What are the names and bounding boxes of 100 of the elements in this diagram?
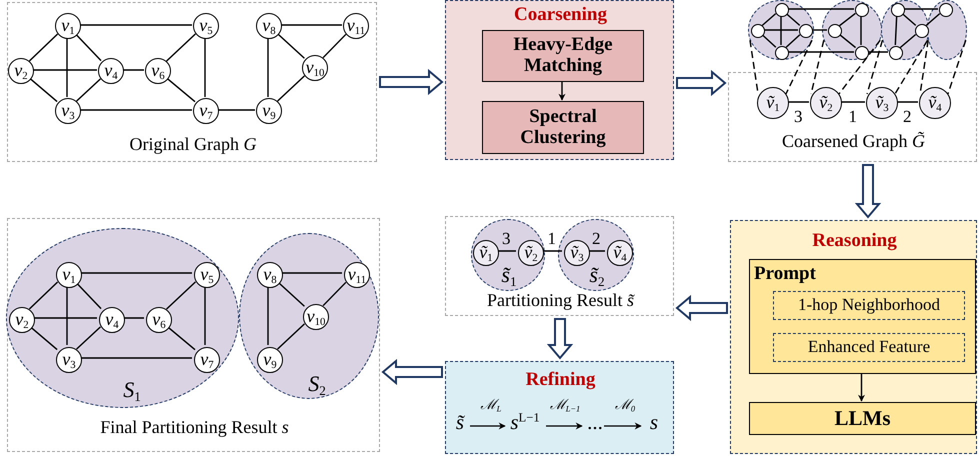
cluster-label: S$_{2}$ <box>307 372 327 396</box>
vertex-label: v$_{11}$ <box>346 16 366 36</box>
supernode <box>564 240 590 266</box>
graph-vertex <box>891 3 905 17</box>
graph-vertex <box>99 307 125 333</box>
block-arrow <box>676 70 727 96</box>
graph-edge <box>788 51 854 53</box>
graph-vertex <box>889 46 903 60</box>
vertex-label: v$_{9}$ <box>262 101 276 121</box>
vertex-label: v$_{4}$ <box>104 61 118 81</box>
dashed-connector <box>866 40 884 94</box>
stage-title: Refining <box>524 370 596 391</box>
graph-edge <box>322 34 346 58</box>
block-arrow <box>854 164 882 219</box>
graph-edge <box>839 12 856 26</box>
graph-edge <box>841 101 865 103</box>
graph-edge <box>75 34 102 62</box>
vertex-label: ṽ$_{2}$ <box>819 93 833 113</box>
formula-operator: ℳ$_{L}$ <box>480 398 502 414</box>
vertex-label: v$_{3}$ <box>61 101 75 121</box>
formula-operator: ℳ$_{0}$ <box>614 398 636 414</box>
graph-edge <box>900 34 916 48</box>
cluster-label: s̃$_{2}$ <box>588 263 606 288</box>
graph-vertex <box>751 24 765 38</box>
dashed-connector <box>785 40 813 94</box>
box-label: Spectral Clustering <box>519 106 607 148</box>
formula-term: ... <box>586 411 604 434</box>
graph-edge <box>33 317 97 319</box>
graph-edge <box>267 38 269 97</box>
panel-title: Original Graph G <box>128 135 258 155</box>
cluster-ellipse <box>822 0 882 60</box>
edge-label: 2 <box>902 108 912 124</box>
graph-vertex <box>855 46 869 60</box>
graph-vertex <box>55 98 81 124</box>
graph-edge <box>75 282 102 310</box>
graph-edge <box>123 317 144 319</box>
panel-title: Coarsened Graph G̃ <box>781 132 926 152</box>
vertex-label: v$_{5}$ <box>199 16 213 36</box>
stage-title: Reasoning <box>811 231 898 252</box>
arrow <box>858 373 865 402</box>
vertex-label: v$_{9}$ <box>263 350 277 370</box>
vertex-label: v$_{1}$ <box>62 265 76 285</box>
formula-term: s̃ <box>454 411 466 434</box>
box-label: Enhanced Feature <box>808 338 930 357</box>
graph-vertex <box>55 13 81 39</box>
graph-vertex <box>9 307 35 333</box>
graph-vertex <box>915 24 929 38</box>
formula-term: s$^{L−1}$ <box>509 411 541 434</box>
dashed-connector <box>947 40 966 94</box>
box-label: 1-hop Neighborhood <box>798 296 940 315</box>
graph-vertex <box>194 262 220 288</box>
vertex-label: v$_{1}$ <box>61 16 75 36</box>
graph-edge <box>80 109 192 111</box>
graph-vertex <box>939 3 953 17</box>
box-label: LLMs <box>834 406 890 430</box>
graph-edge <box>902 13 916 26</box>
graph-edge <box>166 78 196 102</box>
graph-edge <box>204 38 206 97</box>
graph-edge <box>926 13 940 26</box>
vertex-label: ṽ$_{3}$ <box>875 93 889 113</box>
graph-edge <box>277 281 305 307</box>
graph-edge <box>894 16 898 46</box>
prompt-item-box <box>773 333 965 362</box>
supernode <box>518 240 544 266</box>
edge-label: 3 <box>501 230 512 246</box>
dashed-connector <box>838 40 881 94</box>
graph-vertex <box>56 347 82 373</box>
graph-edge <box>322 282 346 306</box>
cluster-ellipse <box>927 0 967 60</box>
graph-edge <box>897 101 918 103</box>
stage-panel <box>445 0 674 160</box>
graph-edge <box>166 33 196 62</box>
supernode <box>866 87 898 119</box>
vertex-label: v$_{5}$ <box>200 265 214 285</box>
stage-panel <box>445 361 674 454</box>
graph-edge <box>838 34 856 48</box>
block-arrow <box>379 68 444 96</box>
vertex-label: v$_{8}$ <box>263 265 277 285</box>
vertex-label: ṽ$_{4}$ <box>928 93 942 113</box>
graph-vertex <box>257 262 283 288</box>
vertex-label: v$_{10}$ <box>306 307 326 327</box>
graph-edge <box>123 69 144 71</box>
dashed-connector <box>894 40 928 94</box>
supernode <box>607 240 633 266</box>
panel-title: Final Partitioning Result s <box>99 418 290 438</box>
graph-edge <box>542 250 562 252</box>
graph-edge <box>786 34 800 48</box>
graph-edge <box>780 16 782 45</box>
graph-edge <box>860 16 862 45</box>
graph-edge <box>812 29 827 31</box>
graph-edge <box>788 8 854 10</box>
graph-edge <box>80 357 192 359</box>
graph-edge <box>166 281 196 310</box>
box-label: Heavy-Edge Matching <box>512 35 614 77</box>
prompt-box <box>749 259 976 374</box>
stage-panel <box>7 2 377 162</box>
stage-panel <box>7 218 380 452</box>
graph-edge <box>28 281 58 310</box>
cluster-ellipse <box>748 0 814 60</box>
graph-edge <box>29 326 58 350</box>
